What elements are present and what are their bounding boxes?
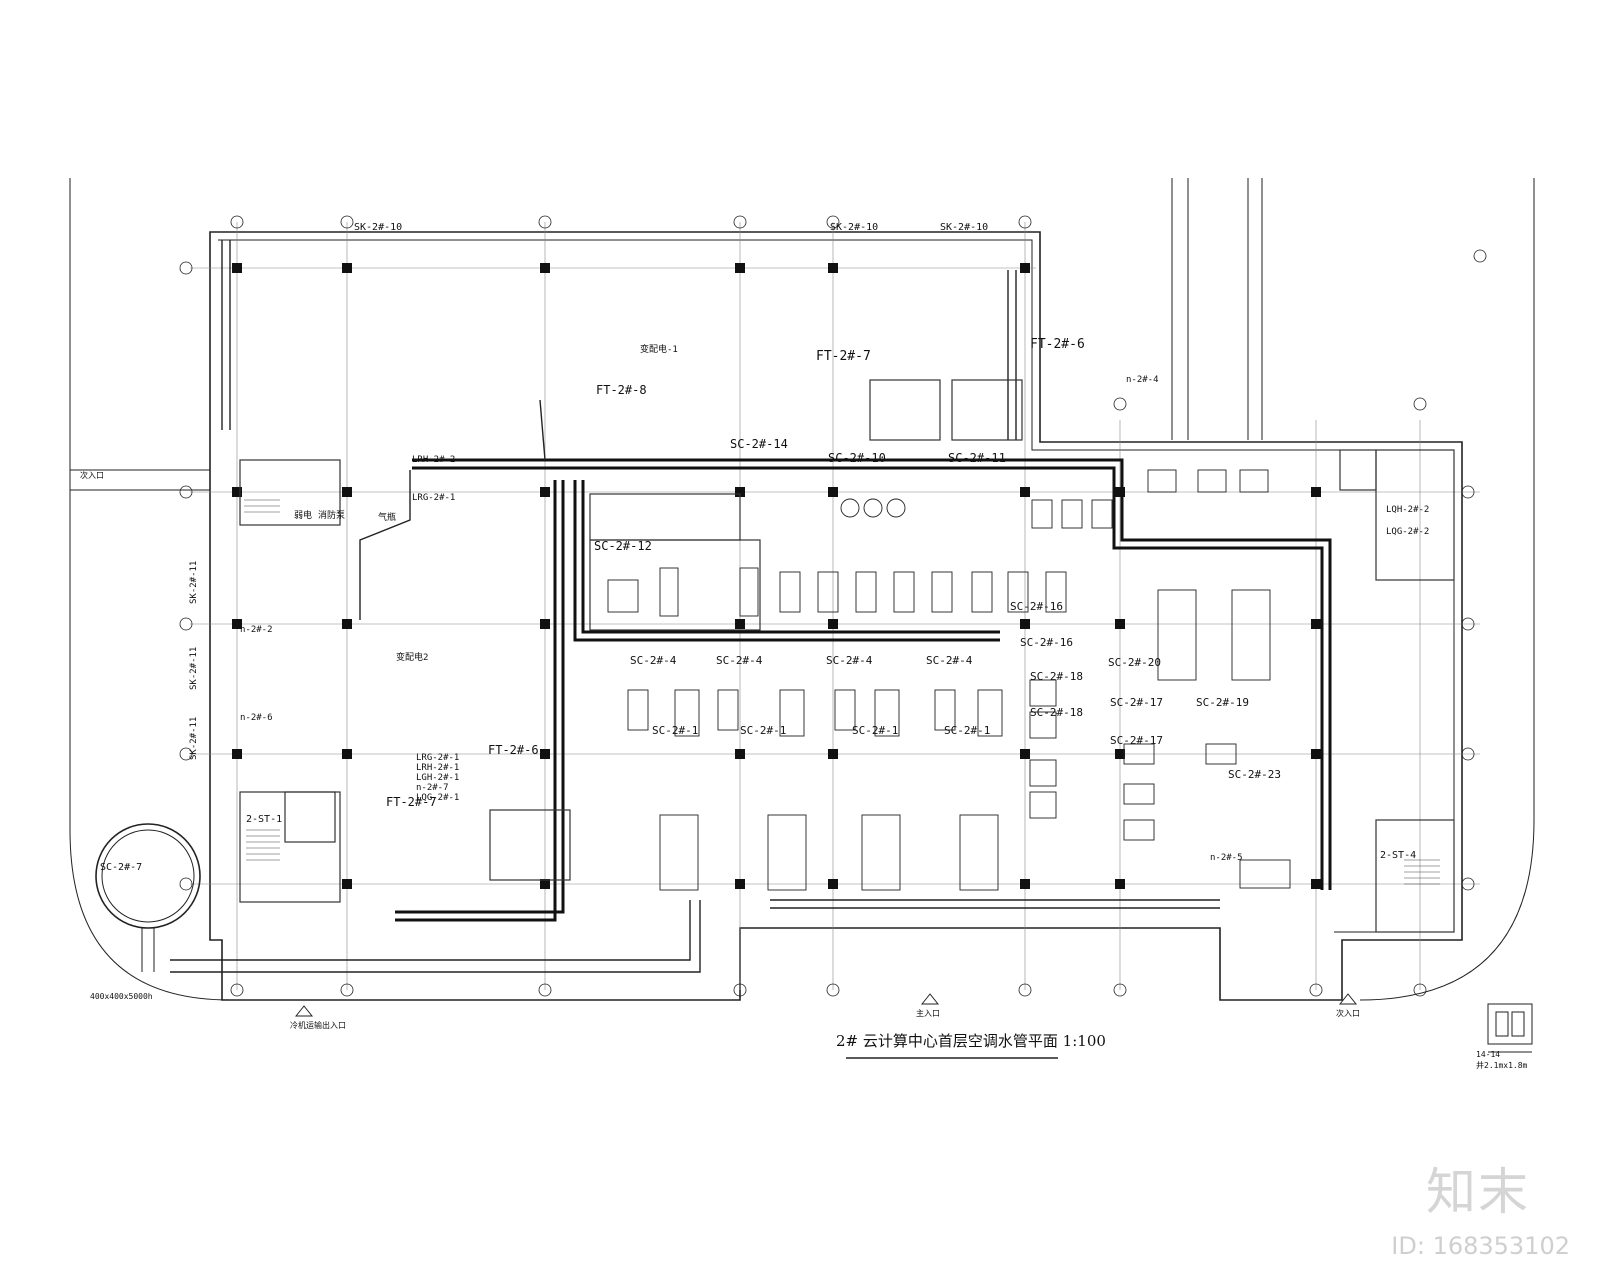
label-sk11b: SK-2#-11 <box>189 647 199 690</box>
label-lrh2: LRH-2#-2 <box>412 455 455 465</box>
label-room-pump: 消防泵 <box>318 509 345 521</box>
label-room1: 变配电-1 <box>640 343 678 355</box>
tank-size: 400x400x5000h <box>90 992 153 1001</box>
label-sc4d: SC-2#-4 <box>926 654 973 667</box>
label-sc1a: SC-2#-1 <box>652 724 698 737</box>
label-st1: 2-ST-1 <box>246 814 282 825</box>
label-sk-top-right: SK-2#-10 <box>830 222 878 233</box>
label-sc1c: SC-2#-1 <box>852 724 898 737</box>
label-ft7-mid: FT-2#-7 <box>386 795 437 809</box>
label-ft6-mid: FT-2#-6 <box>488 743 539 757</box>
label-sc16a: SC-2#-16 <box>1010 600 1063 613</box>
label-sk11c: SK-2#-11 <box>189 717 199 760</box>
label-room2: 变配电2 <box>396 651 428 663</box>
detail-name: 14-14 <box>1476 1050 1501 1059</box>
label-n2: n-2#-2 <box>240 625 273 635</box>
label-sc1b: SC-2#-1 <box>740 724 786 737</box>
label-sc4a: SC-2#-4 <box>630 654 677 667</box>
label-lqh2: LQH-2#-2 <box>1386 505 1429 515</box>
entrance-secondary-left: 次入口 <box>80 471 104 480</box>
label-n7: n-2#-7 <box>416 783 449 793</box>
label-sc17a: SC-2#-17 <box>1110 696 1163 709</box>
label-sc14: SC-2#-14 <box>730 437 788 451</box>
label-sc7: SC-2#-7 <box>100 862 142 873</box>
label-sk-top-right2: SK-2#-10 <box>940 222 988 233</box>
label-sc16b: SC-2#-16 <box>1020 636 1073 649</box>
label-sc20: SC-2#-20 <box>1108 656 1161 669</box>
label-sc4c: SC-2#-4 <box>826 654 873 667</box>
label-ft6-top: FT-2#-6 <box>1030 337 1085 352</box>
label-ft7-top: FT-2#-7 <box>816 349 871 364</box>
label-sc18b: SC-2#-18 <box>1030 706 1083 719</box>
label-lqg1: LQG-2#-1 <box>416 793 459 803</box>
label-ft8: FT-2#-8 <box>596 383 647 397</box>
label-n4: n-2#-4 <box>1126 375 1159 385</box>
label-sc17b: SC-2#-17 <box>1110 734 1163 747</box>
label-n5: n-2#-5 <box>1210 853 1243 863</box>
label-lrh1: LRH-2#-1 <box>416 763 459 773</box>
drawing-title: 2# 云计算中心首层空调水管平面 1:100 <box>836 1030 1106 1051</box>
label-st4: 2-ST-4 <box>1380 850 1416 861</box>
label-sc12: SC-2#-12 <box>594 539 652 553</box>
label-sk11a: SK-2#-11 <box>189 561 199 604</box>
label-lrg2: LRG-2#-1 <box>412 493 455 503</box>
label-lgh1: LGH-2#-1 <box>416 773 459 783</box>
label-sk-top-left: SK-2#-10 <box>354 222 402 233</box>
label-room-sd: 弱电 <box>294 509 312 521</box>
label-sc18a: SC-2#-18 <box>1030 670 1083 683</box>
watermark-id: ID: 168353102 <box>1391 1232 1570 1260</box>
label-sc1d: SC-2#-1 <box>944 724 990 737</box>
label-n6: n-2#-6 <box>240 713 273 723</box>
label-lrg1: LRG-2#-1 <box>416 753 459 763</box>
entrance-secondary: 次入口 <box>1336 1009 1360 1018</box>
entrance-main: 主入口 <box>916 1009 940 1018</box>
label-lqg2: LQG-2#-2 <box>1386 527 1429 537</box>
label-room-gas: 气瓶 <box>378 511 396 523</box>
detail-size: 井2.1mx1.8m <box>1476 1061 1528 1070</box>
label-sc11: SC-2#-11 <box>948 451 1006 465</box>
drawing-scale: 1:100 <box>1062 1032 1106 1050</box>
label-sc10: SC-2#-10 <box>828 451 886 465</box>
label-sc19: SC-2#-19 <box>1196 696 1249 709</box>
entrance-chiller: 冷机运输出入口 <box>290 1021 346 1030</box>
drawing-title-text: 2# 云计算中心首层空调水管平面 <box>836 1032 1058 1050</box>
label-sc4b: SC-2#-4 <box>716 654 763 667</box>
label-sc23: SC-2#-23 <box>1228 768 1281 781</box>
watermark-logo: 知末 <box>1426 1163 1530 1221</box>
